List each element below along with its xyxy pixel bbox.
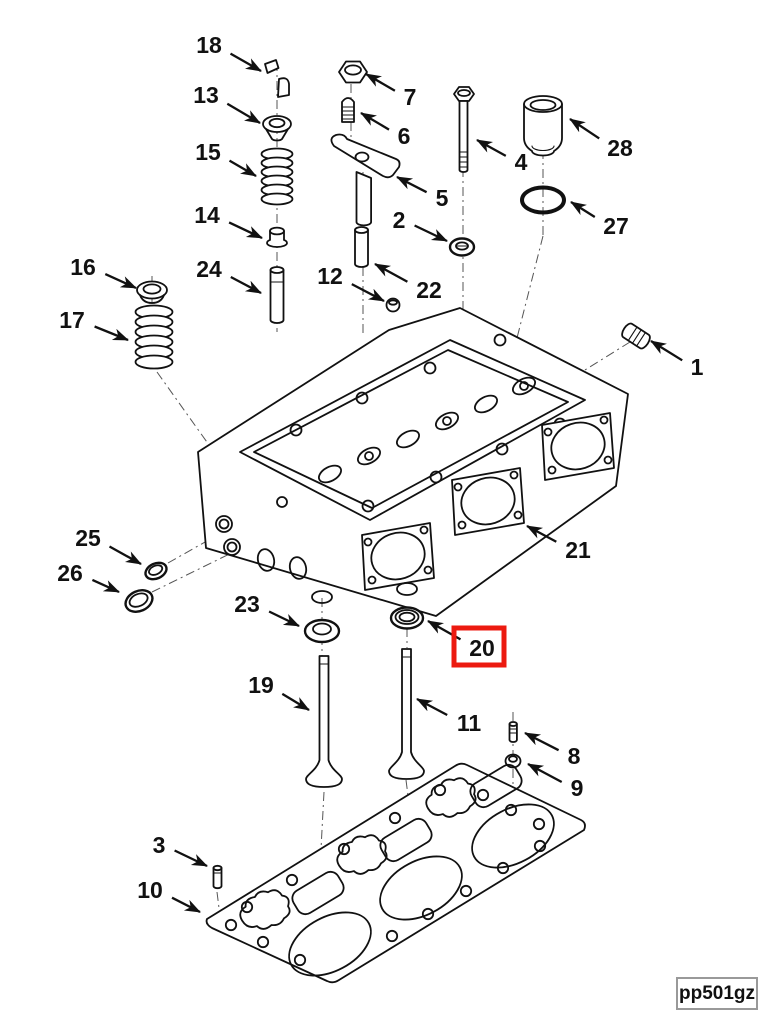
leader-arrow-9 <box>527 762 563 784</box>
spring-retainer-16-drawing <box>136 280 168 304</box>
leader-arrow-4 <box>476 138 507 157</box>
part-label-22[interactable]: 22 <box>416 277 442 303</box>
part-label-20[interactable]: 20 <box>469 635 495 661</box>
part-label-17[interactable]: 17 <box>59 307 85 333</box>
leader-arrow-24 <box>230 275 262 295</box>
valve-guide-24-drawing <box>269 266 285 324</box>
part-label-8[interactable]: 8 <box>568 743 581 769</box>
leader-arrow-16 <box>104 273 137 290</box>
leader-arrow-28 <box>569 118 600 140</box>
part-label-28[interactable]: 28 <box>607 135 633 161</box>
leader-arrow-5 <box>396 175 428 194</box>
valve-stem-seal-14-drawing <box>266 226 288 248</box>
diagram-code: pp501gz <box>678 982 756 1004</box>
leader-arrow-12 <box>351 283 385 303</box>
dowel-pin-3-drawing <box>212 864 223 890</box>
intake-valve-11-drawing <box>388 648 425 780</box>
leader-arrow-8 <box>524 731 560 752</box>
part-label-5[interactable]: 5 <box>436 185 449 211</box>
part-label-14[interactable]: 14 <box>194 202 220 228</box>
cup-plug-1-drawing <box>621 322 651 350</box>
valve-spring-15-drawing <box>260 147 294 206</box>
cup-plug-25-drawing <box>144 561 168 581</box>
valve-collet-drawing <box>264 59 290 98</box>
spring-retainer-13-drawing <box>262 115 292 142</box>
leader-arrow-18 <box>229 52 262 72</box>
adjusting-screw-6-drawing <box>341 97 355 123</box>
part-label-2[interactable]: 2 <box>393 207 406 233</box>
part-label-3[interactable]: 3 <box>153 832 166 858</box>
head-gasket-drawing <box>205 762 586 984</box>
part-label-7[interactable]: 7 <box>404 84 417 110</box>
injector-cup-28-drawing <box>523 95 563 157</box>
valve-seal-23-drawing <box>303 618 341 644</box>
part-label-23[interactable]: 23 <box>234 591 260 617</box>
part-callouts: 1234567891011121314151617181920212223242… <box>57 32 704 914</box>
leader-arrow-27 <box>570 201 596 218</box>
leader-arrow-2 <box>414 224 448 243</box>
leader-arrow-22 <box>374 262 408 283</box>
part-label-27[interactable]: 27 <box>603 213 629 239</box>
part-label-21[interactable]: 21 <box>565 537 591 563</box>
leader-arrow-21 <box>526 524 557 543</box>
part-label-6[interactable]: 6 <box>398 123 411 149</box>
leader-arrow-1 <box>650 340 683 362</box>
rocker-nut-7-drawing <box>338 60 368 84</box>
leader-arrow-15 <box>228 159 257 177</box>
part-label-1[interactable]: 1 <box>691 354 704 380</box>
leader-arrow-23 <box>268 610 300 628</box>
part-label-16[interactable]: 16 <box>70 254 96 280</box>
leader-arrow-13 <box>226 102 261 124</box>
leader-arrow-7 <box>365 73 396 92</box>
leader-arrow-26 <box>91 578 120 594</box>
rocker-shaft-tube-22-drawing <box>354 226 369 268</box>
part-label-19[interactable]: 19 <box>248 672 274 698</box>
part-label-25[interactable]: 25 <box>75 525 101 551</box>
part-label-9[interactable]: 9 <box>571 775 584 801</box>
valve-spring-17-drawing <box>134 304 174 370</box>
part-label-26[interactable]: 26 <box>57 560 83 586</box>
rocker-arm-5-drawing <box>330 133 401 227</box>
part-label-18[interactable]: 18 <box>196 32 222 58</box>
washer-2-drawing <box>448 237 476 257</box>
part-label-15[interactable]: 15 <box>195 139 221 165</box>
stud-8-drawing <box>508 721 518 743</box>
diagram-code-box: pp501gz <box>676 977 758 1010</box>
leader-arrow-25 <box>108 545 142 566</box>
cup-plug-26-drawing <box>124 589 154 613</box>
leader-arrow-10 <box>171 896 201 914</box>
head-bolt-4-drawing <box>453 86 475 173</box>
valve-seal-20-drawing <box>389 606 425 630</box>
leader-arrow-14 <box>228 221 263 240</box>
leader-arrow-11 <box>416 697 448 717</box>
part-label-11[interactable]: 11 <box>457 710 482 736</box>
part-label-4[interactable]: 4 <box>515 149 528 175</box>
leader-arrow-19 <box>281 692 310 711</box>
part-label-12[interactable]: 12 <box>317 263 343 289</box>
tappet-cap-12-drawing <box>385 297 401 313</box>
part-label-24[interactable]: 24 <box>196 256 222 282</box>
cylinder-head-drawing <box>197 307 629 617</box>
leader-arrow-3 <box>174 849 208 868</box>
exhaust-valve-19-drawing <box>305 655 343 788</box>
leader-arrow-6 <box>360 112 390 131</box>
leader-arrow-17 <box>94 325 129 342</box>
part-label-13[interactable]: 13 <box>193 82 219 108</box>
part-label-10[interactable]: 10 <box>137 877 163 903</box>
highlight-box-part-20 <box>451 625 507 668</box>
o-ring-27-drawing <box>520 185 566 215</box>
